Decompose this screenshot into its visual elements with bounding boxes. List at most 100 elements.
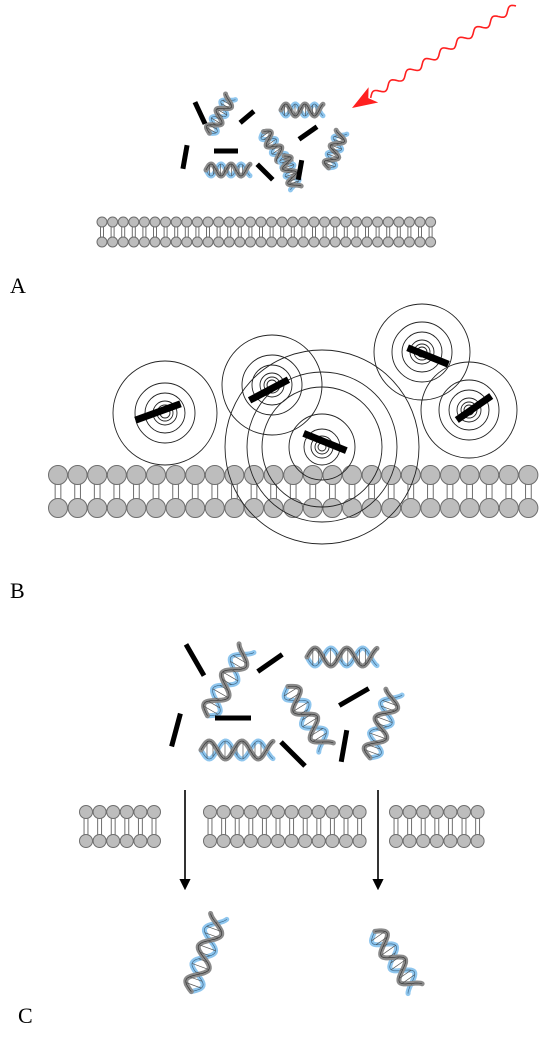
lipid-head xyxy=(146,465,166,485)
lipid-head xyxy=(244,498,264,518)
lipid-head xyxy=(138,236,150,248)
lipid-head xyxy=(393,216,405,228)
particle-icon xyxy=(297,124,319,142)
lipid-head xyxy=(319,236,331,248)
lipid-head xyxy=(498,465,519,485)
lipid-head xyxy=(311,834,326,848)
lipid-head xyxy=(352,834,367,848)
lipid-head xyxy=(283,498,304,518)
lipid-head xyxy=(443,805,458,819)
lipid-head xyxy=(243,834,258,848)
lipid-head xyxy=(350,236,362,248)
panel-label-b: B xyxy=(10,578,25,603)
lipid-head xyxy=(87,498,108,518)
lipid-bilayer-icon xyxy=(79,805,161,848)
lipid-head xyxy=(255,216,267,228)
lipid-head xyxy=(92,834,107,848)
lipid-head xyxy=(414,236,426,248)
lipid-head xyxy=(119,834,134,848)
lipid-head xyxy=(459,498,480,518)
radiation-icon xyxy=(352,4,517,108)
lipid-bilayer-icon xyxy=(203,805,367,848)
lipid-head xyxy=(263,498,284,518)
lipid-head xyxy=(479,498,500,518)
lipid-head xyxy=(381,498,402,518)
lipid-head xyxy=(425,236,437,248)
lipid-head xyxy=(202,236,214,248)
particle-icon xyxy=(406,344,450,368)
particle-icon xyxy=(247,376,291,404)
lipid-head xyxy=(311,805,326,819)
membrane-c xyxy=(79,805,485,848)
lipid-head xyxy=(393,236,405,248)
lipid-head xyxy=(185,498,206,518)
lipid-head xyxy=(322,498,343,518)
lipid-head xyxy=(96,216,108,228)
lipid-head xyxy=(203,805,217,819)
lipid-head xyxy=(106,805,121,819)
lipid-head xyxy=(350,216,362,228)
lipid-head xyxy=(381,465,402,485)
lipid-head xyxy=(202,216,214,228)
lipid-head xyxy=(138,216,150,228)
lipid-head xyxy=(518,465,539,485)
lipid-head xyxy=(126,498,147,518)
lipid-head xyxy=(165,465,186,485)
lipid-head xyxy=(414,216,426,228)
lipid-head xyxy=(117,216,129,228)
lipid-head xyxy=(389,834,403,848)
lipid-head xyxy=(298,805,313,819)
particle-icon xyxy=(279,740,307,768)
lipid-head xyxy=(287,216,299,228)
dna-helix-icon xyxy=(203,161,253,179)
lipid-head xyxy=(440,498,460,518)
dna-helix-icon xyxy=(361,686,405,761)
lipid-head xyxy=(429,805,444,819)
panel-c: C xyxy=(18,641,485,1028)
lipid-head xyxy=(302,465,323,485)
lipid-head xyxy=(224,498,245,518)
lipid-head xyxy=(160,216,172,228)
particles-b xyxy=(134,344,494,454)
lipid-head xyxy=(271,834,285,848)
lipid-head xyxy=(382,216,394,228)
dna-helix-icon xyxy=(201,641,257,719)
lipid-head xyxy=(243,805,258,819)
lipid-head xyxy=(165,498,186,518)
lipid-head xyxy=(234,236,246,248)
lipid-head xyxy=(133,834,148,848)
lipid-head xyxy=(400,498,421,518)
lipid-head xyxy=(470,834,485,848)
particles-a xyxy=(180,101,319,182)
particle-icon xyxy=(454,393,494,423)
lipid-head xyxy=(92,805,107,819)
lipid-head xyxy=(416,834,431,848)
lipid-head xyxy=(339,805,353,819)
lipid-head xyxy=(352,805,367,819)
membrane-a xyxy=(96,216,437,248)
panel-a: A xyxy=(10,4,517,298)
lipid-head xyxy=(147,834,161,848)
lipid-head xyxy=(128,216,140,228)
lipid-head xyxy=(284,834,299,848)
lipid-head xyxy=(185,465,206,485)
lipid-head xyxy=(191,216,203,228)
lipid-head xyxy=(67,465,88,485)
lipid-head xyxy=(191,236,203,248)
dna-helix-icon xyxy=(281,683,336,755)
lipid-head xyxy=(126,465,147,485)
lipid-head xyxy=(382,236,394,248)
lipid-head xyxy=(149,236,161,248)
lipid-head xyxy=(479,465,500,485)
lipid-head xyxy=(117,236,129,248)
lipid-head xyxy=(403,216,415,228)
lipid-head xyxy=(203,834,217,848)
lipid-head xyxy=(361,236,373,248)
lipid-head xyxy=(420,498,441,518)
shock-wave-icon xyxy=(112,360,218,466)
particle-icon xyxy=(338,729,350,763)
lipid-head xyxy=(255,236,267,248)
lipid-head xyxy=(257,805,272,819)
dna-cluster-a xyxy=(203,91,350,193)
lipid-head xyxy=(297,236,309,248)
